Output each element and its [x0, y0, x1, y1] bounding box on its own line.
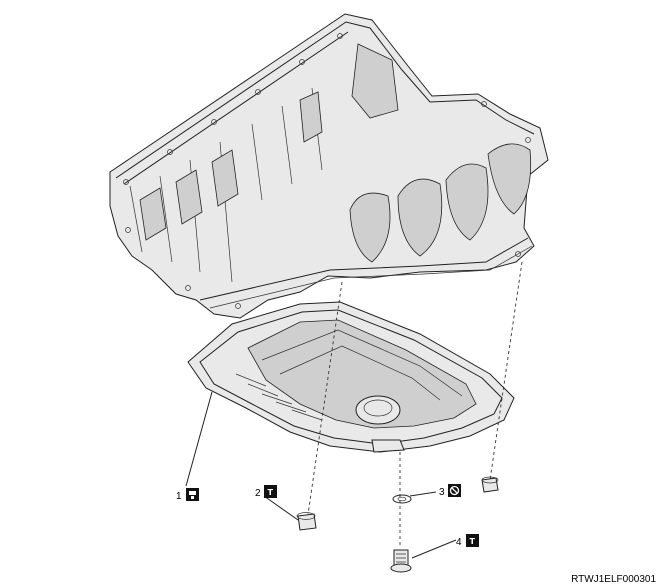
torque-icon: T	[264, 485, 277, 498]
callout-number-4: 4	[456, 537, 462, 548]
sealant-icon	[186, 488, 199, 501]
drain-plug-bolt	[390, 549, 412, 573]
pan-bolt-front	[296, 512, 317, 531]
rim-bolt-holes	[123, 33, 531, 309]
reference-code: RTWJ1ELF000301	[571, 574, 656, 585]
callout-1: 1	[176, 488, 199, 502]
callout-number-1: 1	[176, 491, 182, 502]
callout-number-2: 2	[255, 488, 261, 499]
no-reuse-icon	[448, 484, 461, 497]
callout-2: 2 T	[255, 485, 277, 499]
drain-plug-gasket	[392, 494, 412, 504]
callout-3: 3	[439, 484, 461, 498]
torque-icon: T	[466, 534, 479, 547]
torque-glyph: T	[470, 537, 476, 546]
leader-lines	[185, 391, 457, 559]
lower-crankcase	[109, 13, 549, 319]
pan-bolt-right	[481, 476, 499, 493]
alignment-lines	[305, 261, 523, 548]
torque-glyph: T	[268, 488, 274, 497]
oil-pan	[187, 301, 515, 453]
callout-4: 4 T	[456, 534, 479, 548]
callout-number-3: 3	[439, 487, 445, 498]
